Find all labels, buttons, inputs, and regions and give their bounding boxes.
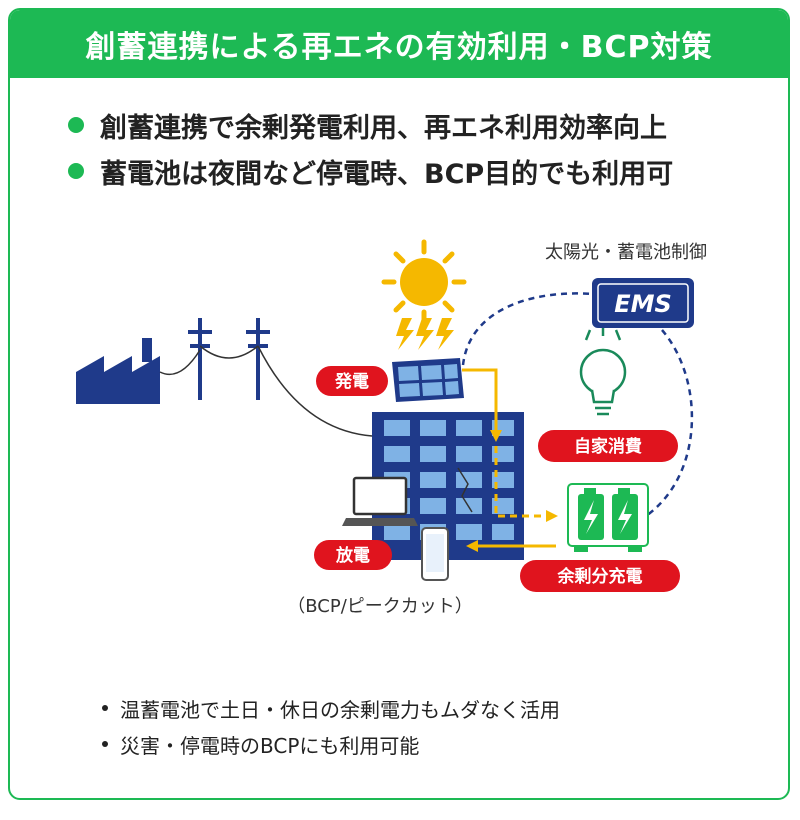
label-surplus-charge: 余剰分充電 (520, 560, 680, 592)
page-title: 創蓄連携による再エネの有効利用・BCP対策 (10, 10, 788, 78)
info-card: 創蓄連携による再エネの有効利用・BCP対策 創蓄連携で余剰発電利用、再エネ利用効… (8, 8, 790, 800)
ems-link-solar (461, 292, 593, 366)
battery-icon (567, 483, 649, 552)
green-dot-icon (68, 117, 84, 133)
smartphone-icon (421, 527, 449, 581)
sunlight-bolt-icon (396, 318, 454, 350)
bcp-caption: （BCP/ピークカット） (287, 596, 473, 617)
light-bulb-icon (579, 326, 627, 416)
lightning-crack (457, 467, 473, 513)
laptop-icon (342, 476, 418, 526)
note-item: 災害・停電時のBCPにも利用可能 (102, 726, 560, 762)
bullet-text: 創蓄連携で余剰発電利用、再エネ利用効率向上 (100, 112, 667, 144)
note-text: 災害・停電時のBCPにも利用可能 (120, 733, 420, 758)
small-dot-icon (102, 741, 108, 747)
bullet-item: 創蓄連携で余剰発電利用、再エネ利用効率向上 (68, 102, 673, 148)
bullet-item: 蓄電池は夜間など停電時、BCP目的でも利用可 (68, 148, 673, 194)
label-generation: 発電 (316, 366, 388, 396)
ems-caption: 太陽光・蓄電池制御 (545, 242, 707, 263)
ems-box: EMS (592, 278, 694, 328)
green-dot-icon (68, 163, 84, 179)
sun-icon (381, 239, 467, 325)
label-self-consumption-text: 自家消費 (574, 436, 642, 457)
ems-link-battery (639, 329, 694, 522)
bullet-text: 蓄電池は夜間など停電時、BCP目的でも利用可 (100, 158, 674, 190)
bullet-list: 創蓄連携で余剰発電利用、再エネ利用効率向上 蓄電池は夜間など停電時、BCP目的で… (68, 102, 673, 194)
factory-icon (76, 338, 160, 404)
generation-flow-arrow (462, 368, 498, 432)
note-list: 温蓄電池で土日・休日の余剰電力もムダなく活用 災害・停電時のBCPにも利用可能 (102, 690, 560, 762)
solar-panel-icon (392, 358, 464, 402)
note-text: 温蓄電池で土日・休日の余剰電力もムダなく活用 (120, 697, 560, 722)
power-line (159, 345, 373, 437)
note-item: 温蓄電池で土日・休日の余剰電力もムダなく活用 (102, 690, 560, 726)
label-generation-text: 発電 (334, 371, 369, 392)
label-surplus-charge-text: 余剰分充電 (557, 566, 643, 587)
flow-arrows (462, 368, 558, 552)
small-dot-icon (102, 705, 108, 711)
label-discharge: 放電 (314, 540, 392, 570)
power-pole-icon (188, 318, 270, 400)
page-title-text: 創蓄連携による再エネの有効利用・BCP対策 (85, 30, 713, 65)
label-self-consumption: 自家消費 (538, 430, 678, 462)
ems-label: EMS (614, 290, 672, 318)
label-discharge-text: 放電 (335, 545, 370, 566)
